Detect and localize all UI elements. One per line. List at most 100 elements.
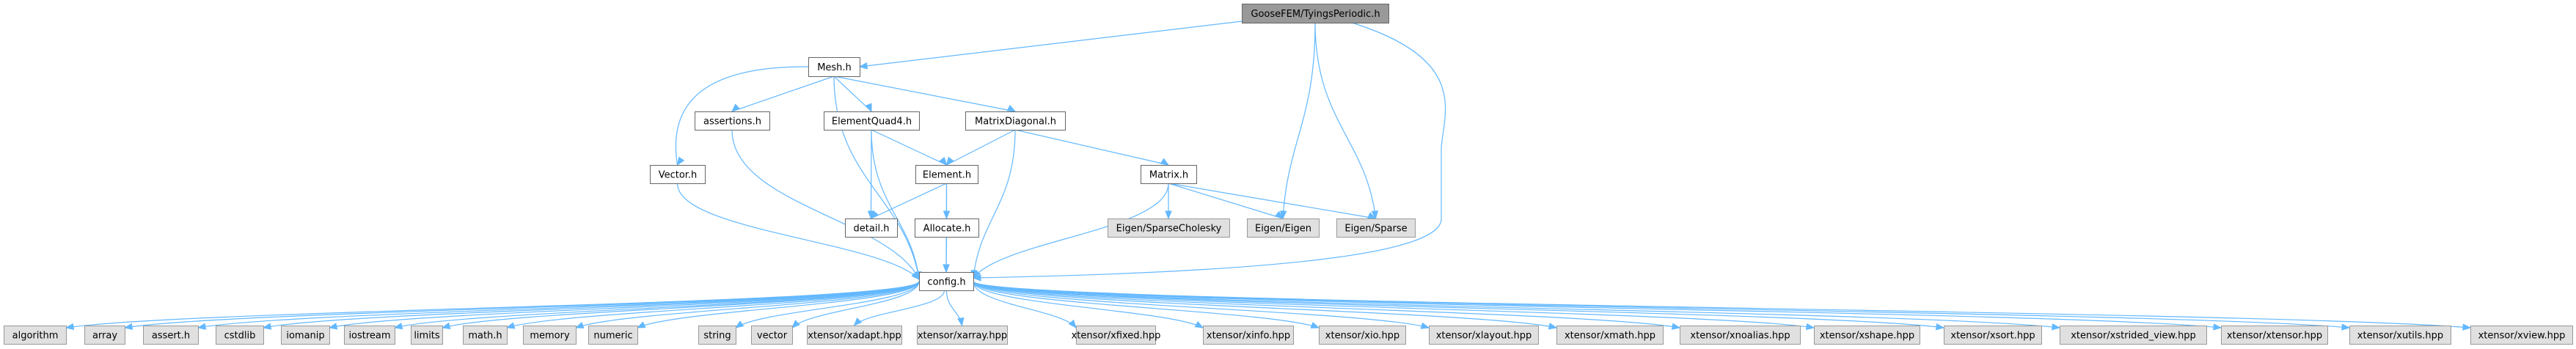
node-label: Eigen/Sparse	[1344, 224, 1407, 235]
edge-line	[1168, 183, 1284, 219]
edge-matrixdiagonal-to-config	[970, 129, 1016, 279]
node-matrix[interactable]: Matrix.h	[1141, 165, 1197, 184]
edge-line	[973, 280, 2060, 328]
edge-config-to-xarray	[945, 290, 965, 327]
node-elementquad4[interactable]: ElementQuad4.h	[824, 111, 920, 131]
node-label: xtensor/xio.hpp	[1325, 331, 1399, 342]
node-vectorstd: vector	[751, 326, 793, 345]
node-label: iostream	[348, 331, 390, 342]
edge-config-to-xio	[973, 281, 1320, 328]
node-box	[1814, 326, 1920, 345]
edge-root-to-mesh	[858, 21, 1243, 70]
edge-root-to-sparse	[1314, 22, 1378, 220]
node-label: xtensor/xinfo.hpp	[1207, 331, 1290, 342]
edge-line	[833, 76, 920, 280]
node-label: Matrix.h	[1149, 170, 1188, 181]
node-box	[463, 326, 508, 345]
node-algorithm: algorithm	[4, 326, 67, 345]
node-allocate[interactable]: Allocate.h	[915, 218, 979, 238]
node-root[interactable]: GooseFEM/TyingsPeriodic.h	[1242, 4, 1389, 23]
arrowhead-icon	[1935, 323, 1945, 331]
node-box	[965, 111, 1066, 131]
edge-line	[731, 76, 835, 112]
node-matrixdiagonal[interactable]: MatrixDiagonal.h	[965, 111, 1066, 131]
node-element[interactable]: Element.h	[915, 165, 978, 184]
node-box	[1242, 4, 1389, 23]
edge-config-to-xlayout	[973, 281, 1430, 329]
node-config[interactable]: config.h	[919, 272, 974, 291]
edge-config-to-xshape	[973, 280, 1815, 331]
edge-line	[329, 281, 920, 328]
edge-line	[973, 22, 1446, 279]
node-box	[411, 326, 443, 345]
node-box	[588, 326, 638, 345]
node-box	[807, 326, 902, 345]
edge-line	[197, 280, 920, 328]
node-label: Eigen/Eigen	[1255, 224, 1311, 235]
edge-line	[833, 76, 1016, 112]
edge-line	[870, 129, 872, 219]
arrowhead-icon	[731, 103, 740, 112]
arrowhead-icon	[858, 62, 868, 70]
arrowhead-icon	[939, 156, 948, 166]
edge-line	[871, 129, 947, 166]
arrowhead-icon	[1068, 319, 1077, 329]
node-label: limits	[414, 331, 440, 342]
edge-line	[575, 281, 920, 328]
node-detail[interactable]: detail.h	[845, 218, 898, 238]
node-label: xtensor/xlayout.hpp	[1436, 331, 1532, 342]
node-assertions[interactable]: assertions.h	[695, 111, 770, 131]
arrowhead-icon	[441, 322, 451, 329]
node-sparsecholesky: Eigen/SparseCholesky	[1108, 218, 1230, 238]
edge-line	[1014, 129, 1169, 166]
node-label: Vector.h	[659, 170, 698, 181]
edge-line	[973, 281, 1557, 328]
node-label: MatrixDiagonal.h	[975, 117, 1056, 128]
edge-root-to-eigen	[1279, 22, 1316, 220]
node-label: Element.h	[923, 170, 971, 181]
arrowhead-icon	[911, 271, 920, 280]
node-vector[interactable]: Vector.h	[650, 165, 706, 184]
edge-allocate-to-config	[943, 236, 950, 273]
node-iostream: iostream	[344, 326, 395, 345]
node-label: ElementQuad4.h	[832, 117, 912, 128]
node-xarray: xtensor/xarray.hpp	[917, 326, 1008, 345]
node-box	[2060, 326, 2207, 345]
arrowhead-icon	[2341, 323, 2351, 331]
arrowhead-icon	[870, 210, 879, 220]
edge-config-to-xinfo	[973, 281, 1204, 328]
edge-line	[946, 129, 1016, 166]
edge-config-to-xnoalias	[973, 280, 1681, 330]
arrowhead-icon	[972, 274, 981, 282]
arrowhead-icon	[853, 317, 863, 326]
edge-line	[506, 281, 920, 328]
node-assert: assert.h	[143, 326, 199, 345]
node-label: assertions.h	[703, 117, 761, 128]
edge-mesh-to-matrixdiagonal	[833, 76, 1017, 112]
node-label: xtensor/xutils.hpp	[2357, 331, 2443, 342]
node-memory: memory	[523, 326, 577, 345]
node-box	[751, 326, 793, 345]
edge-config-to-xtensor	[973, 280, 2222, 331]
node-label: numeric	[593, 331, 632, 342]
node-box	[523, 326, 577, 345]
arrowhead-icon	[328, 323, 338, 330]
edge-mesh-to-vector	[675, 66, 809, 166]
node-label: xtensor/xsort.hpp	[1950, 331, 2035, 342]
edge-config-to-algorithm	[65, 280, 920, 331]
node-xsort: xtensor/xsort.hpp	[1944, 326, 2042, 345]
node-mesh[interactable]: Mesh.h	[808, 57, 860, 77]
node-box	[216, 326, 264, 345]
node-label: cstdlib	[224, 331, 256, 342]
edge-config-to-limits	[441, 281, 920, 329]
node-label: assert.h	[152, 331, 190, 342]
edge-line	[442, 281, 920, 328]
edge-line	[973, 280, 1944, 328]
node-box	[917, 326, 1008, 345]
edge-line	[833, 76, 872, 112]
node-box	[1429, 326, 1539, 345]
node-xtensor: xtensor/xtensor.hpp	[2221, 326, 2328, 345]
arrowhead-icon	[734, 320, 744, 328]
edge-line	[973, 280, 1815, 328]
arrowhead-icon	[1006, 104, 1017, 112]
